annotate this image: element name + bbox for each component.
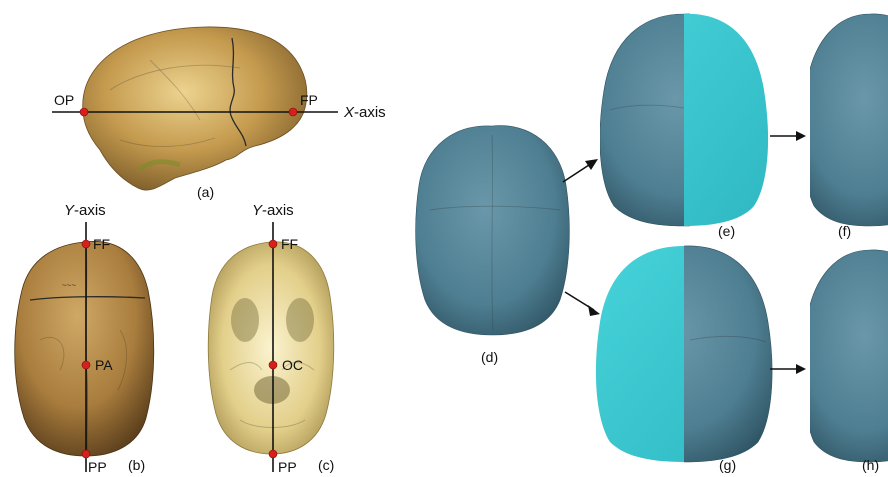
panel-g: (g) <box>596 246 772 473</box>
point-ff-c <box>269 240 277 248</box>
caption-d: (d) <box>481 349 498 365</box>
skull-h <box>803 250 888 462</box>
point-pp-c <box>269 450 277 458</box>
arrow-d-to-e <box>563 163 592 182</box>
arrowhead-g-to-h <box>796 364 806 374</box>
caption-b: (b) <box>128 457 145 473</box>
label-op: OP <box>54 92 74 108</box>
caption-g: (g) <box>719 457 736 473</box>
panel-f: (f) <box>803 14 888 239</box>
skull-base <box>208 242 334 454</box>
point-pp-b <box>82 450 90 458</box>
point-fp <box>289 108 297 116</box>
panel-c: Y-axis FF OC PP (c) <box>208 202 334 475</box>
specimen-mark: ~~~ <box>62 281 76 290</box>
skull-superior <box>15 241 154 456</box>
y-axis-label-b: Y-axis <box>64 202 106 219</box>
panel-e: (e) <box>600 14 768 239</box>
caption-c: (c) <box>318 457 334 473</box>
label-pa: PA <box>95 357 113 373</box>
arrowhead-d-to-g <box>588 305 600 316</box>
label-pp-b: PP <box>88 459 107 475</box>
label-ff-b: FF <box>93 236 110 252</box>
label-fp: FP <box>300 92 318 108</box>
caption-f: (f) <box>838 223 851 239</box>
panel-b: ~~~ Y-axis FF PA PP (b) <box>15 202 154 475</box>
label-ff-c: FF <box>281 236 298 252</box>
point-oc <box>269 361 277 369</box>
caption-h: (h) <box>862 457 879 473</box>
caption-e: (e) <box>718 223 735 239</box>
arrowhead-d-to-e <box>585 159 598 170</box>
caption-a: (a) <box>197 184 214 200</box>
panel-d: (d) <box>416 126 570 365</box>
panel-a: OP FP X-axis (a) <box>52 27 386 200</box>
skull-f <box>803 14 888 226</box>
label-oc: OC <box>282 357 303 373</box>
point-pa <box>82 361 90 369</box>
x-axis-label: X-axis <box>343 104 386 121</box>
point-op <box>80 108 88 116</box>
skull-lateral <box>83 27 307 190</box>
point-ff-b <box>82 240 90 248</box>
arrowhead-e-to-f <box>796 131 806 141</box>
panel-h: (h) <box>803 250 888 473</box>
y-axis-label-c: Y-axis <box>252 202 294 219</box>
label-pp-c: PP <box>278 459 297 475</box>
